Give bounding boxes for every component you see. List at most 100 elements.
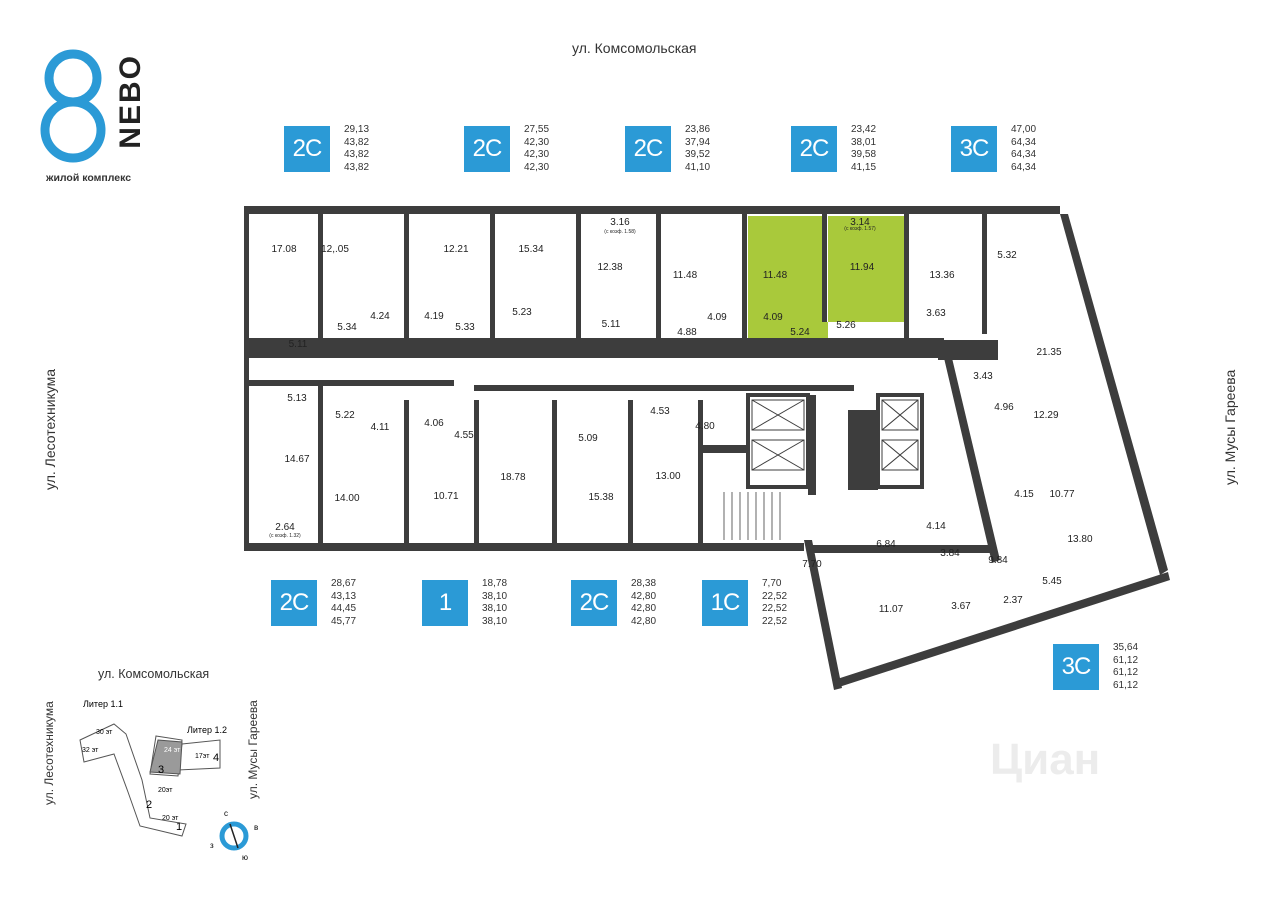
room-area-label: 5.11 — [289, 339, 308, 350]
keyplan-floor-0: 30 эт — [96, 729, 113, 736]
room-area-label: 4.53 — [650, 406, 670, 417]
apartment-area-value: 41,15 — [851, 161, 877, 173]
room-area-label: 13.36 — [929, 270, 954, 281]
room-area-label: 12,.05 — [321, 244, 349, 255]
apartment-area-value: 28,38 — [631, 578, 657, 589]
apartment-area-value: 42,30 — [524, 161, 550, 173]
apartment-type-badge: 2С — [571, 580, 617, 626]
keyplan-section-1: 1 — [176, 821, 182, 833]
compass-south: ю — [242, 853, 248, 862]
logo-subtitle: жилой комплекс — [46, 172, 132, 184]
apartment-area-value: 18,78 — [482, 578, 508, 589]
keyplan-current-section — [149, 739, 183, 775]
room-area-label: 15.38 — [588, 492, 613, 503]
apartment-area-value: 39,58 — [851, 149, 877, 160]
room-area-label: 12.38 — [597, 262, 622, 273]
room-area-label: 4.14 — [926, 521, 946, 532]
street-top: ул. Комсомольская — [572, 40, 697, 56]
apartment-area-value: 47,00 — [1011, 124, 1037, 135]
room-area-label: 11.48 — [763, 270, 788, 281]
apartment-area-value: 43,13 — [331, 590, 357, 602]
keyplan-floor-5: 20 эт — [162, 815, 179, 822]
room-area-label: 5.13 — [287, 393, 307, 404]
apartment-area-value: 42,30 — [524, 136, 550, 148]
room-area-label: 3.43 — [973, 371, 993, 382]
apartment-area-value: 7,70 — [762, 578, 782, 589]
room-area-label: 5.23 — [512, 307, 532, 318]
room-area-label: 10.77 — [1049, 489, 1074, 500]
keyplan-street-top: ул. Комсомольская — [98, 667, 210, 681]
apartment-type-badge: 3С — [1053, 644, 1099, 690]
room-area-label: 13.00 — [655, 471, 680, 482]
room-area-label: 5.26 — [836, 320, 856, 331]
keyplan-floor-4: 20эт — [158, 787, 173, 794]
room-area-label: 17.08 — [271, 244, 296, 255]
room-area-label: 6.84 — [876, 539, 896, 550]
room-area-label: 11.94 — [850, 262, 875, 273]
apartment-area-value: 23,86 — [685, 124, 711, 135]
stairs — [723, 492, 781, 540]
keyplan: Литер 1.1 Литер 1.2 30 эт 32 эт 24 эт 17… — [79, 700, 258, 862]
room-area-label: 7.70 — [802, 559, 822, 570]
room-area-label: 4.06 — [424, 418, 444, 429]
compass-east: в — [254, 823, 258, 832]
keyplan-section-4: 4 — [213, 752, 219, 764]
room-area-label: 4.55 — [454, 430, 474, 441]
room-area-label: 5.45 — [1042, 576, 1062, 587]
room-area-label: 4.09 — [707, 312, 727, 323]
keyplan-litera-1-2: Литер 1.2 — [187, 725, 227, 735]
room-area-label: 11.48 — [673, 270, 698, 281]
keyplan-floor-3: 17эт — [195, 753, 210, 760]
room-area-label: 4.80 — [695, 421, 715, 432]
keyplan-floor-2: 24 эт — [164, 747, 181, 754]
apartment-area-value: 42,30 — [524, 149, 550, 160]
room-area-label: 3.84 — [940, 548, 960, 559]
apartment-area-value: 42,80 — [631, 615, 657, 627]
plan-walls — [244, 206, 1170, 690]
room-area-label: 5.11 — [602, 319, 621, 330]
apartment-area-value: 35,64 — [1113, 642, 1139, 653]
room-area-label: 21.35 — [1036, 347, 1061, 358]
apartment-area-value: 43,82 — [344, 136, 370, 148]
apartment-area-value: 45,77 — [331, 615, 357, 627]
keyplan-section-2: 2 — [146, 799, 152, 811]
room-area-label: (с коэф. 1.57) — [844, 226, 876, 232]
room-area-label: 13.80 — [1067, 534, 1092, 545]
apartment-area-value: 64,34 — [1011, 149, 1037, 160]
logo: NEBO жилой комплекс — [40, 40, 150, 185]
apartment-area-value: 64,34 — [1011, 136, 1037, 148]
room-area-label: 4.11 — [371, 422, 390, 433]
room-area-label: 15.34 — [518, 244, 543, 255]
keyplan-floor-1: 32 эт — [82, 747, 99, 754]
highlighted-apartment — [748, 216, 904, 338]
watermark: Циан — [990, 735, 1101, 784]
room-area-label: 4.15 — [1014, 489, 1034, 500]
room-area-label: 12.29 — [1033, 410, 1058, 421]
apartment-area-value: 44,45 — [331, 603, 357, 614]
apartment-area-value: 22,52 — [762, 603, 788, 614]
apartment-area-value: 42,80 — [631, 590, 657, 602]
room-area-label: 4.19 — [424, 311, 444, 322]
apartment-area-value: 43,82 — [344, 161, 370, 173]
room-area-label: 12.21 — [443, 244, 468, 255]
elevator-shafts — [751, 399, 919, 471]
compass-icon — [219, 821, 249, 851]
apartment-area-value: 41,10 — [685, 161, 711, 173]
apartment-area-value: 23,42 — [851, 124, 877, 135]
apartment-area-value: 27,55 — [524, 124, 550, 135]
apartment-area-value: 22,52 — [762, 590, 788, 602]
room-area-label: (с коэф. 1.32) — [269, 533, 301, 539]
apartment-area-value: 61,12 — [1113, 667, 1139, 678]
room-area-label: 3.67 — [951, 601, 971, 612]
apartment-area-value: 64,34 — [1011, 161, 1037, 173]
compass-west: з — [210, 841, 214, 850]
apartment-type-badge: 2С — [271, 580, 317, 626]
apartment-area-value: 28,67 — [331, 578, 357, 589]
apartment-type-badge: 2С — [791, 126, 837, 172]
